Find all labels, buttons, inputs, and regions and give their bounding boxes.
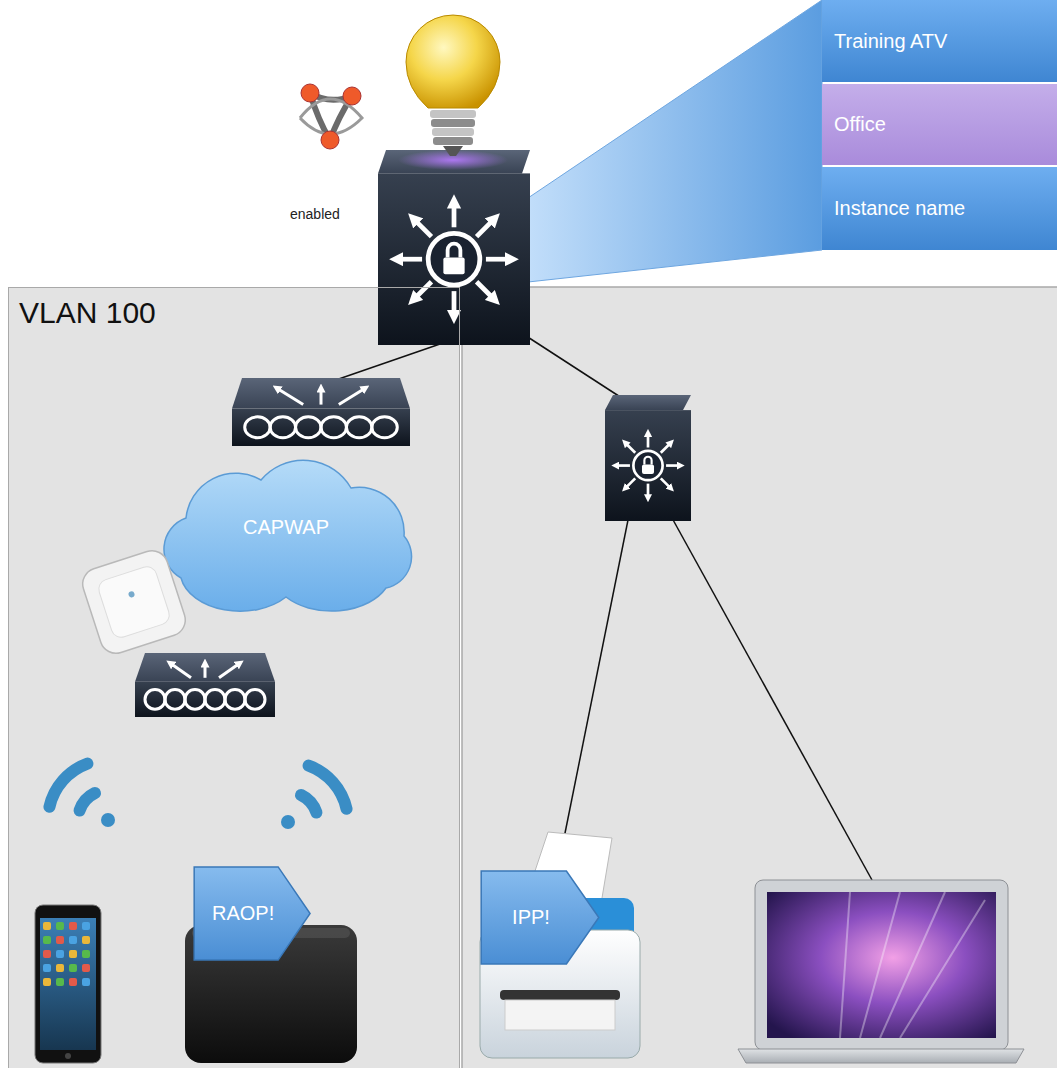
- wire: [330, 344, 440, 382]
- service-label: IPP!: [512, 906, 550, 929]
- attribute-text: Training ATV: [834, 30, 947, 53]
- service-arrow: IPP!: [480, 870, 600, 965]
- cloud-label: CAPWAP: [243, 516, 329, 539]
- vlan-panel: [462, 287, 1057, 1068]
- callout: [528, 0, 822, 282]
- security-switch: [378, 150, 530, 345]
- ap-switch: [135, 653, 275, 717]
- wire: [520, 332, 628, 402]
- wire: [560, 520, 628, 858]
- laptop: [738, 880, 1024, 1063]
- attribute-text: Office: [834, 113, 886, 136]
- access-point: [79, 547, 190, 658]
- bonjour-icon: [300, 84, 362, 149]
- ipad: [35, 905, 101, 1063]
- service-label: RAOP!: [212, 902, 274, 925]
- service-arrow: RAOP!: [193, 866, 311, 961]
- vlan-panel-fill: [8, 287, 460, 1068]
- attribute-row: Instance name: [822, 167, 1057, 250]
- vlan-label: VLAN 100: [19, 296, 156, 330]
- lightbulb: [398, 15, 508, 170]
- security-switch: [605, 395, 691, 521]
- attribute-row: Training ATV: [822, 0, 1057, 82]
- attribute-row: Office: [822, 84, 1057, 165]
- status-label: enabled: [290, 206, 340, 222]
- capwap-cloud: CAPWAP: [136, 450, 436, 605]
- wifi-signal: [43, 758, 352, 829]
- wire: [672, 518, 872, 880]
- wireless-controller: [232, 378, 410, 446]
- attribute-text: Instance name: [834, 197, 965, 220]
- printer: [480, 832, 640, 1058]
